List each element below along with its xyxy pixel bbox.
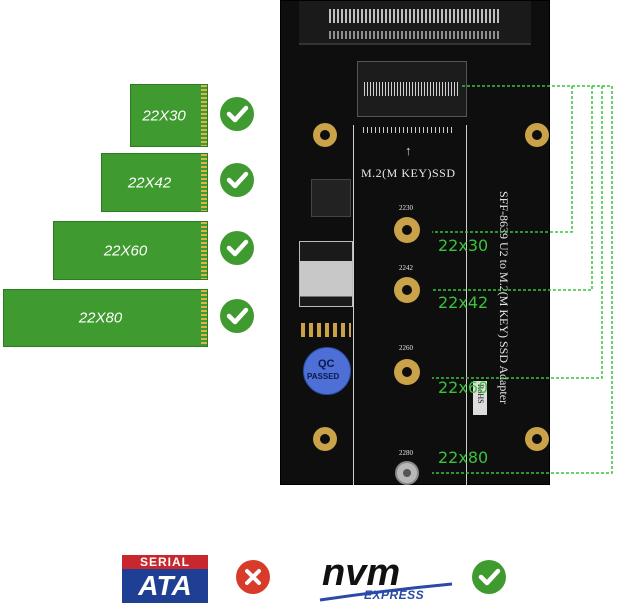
ssd-outline	[353, 125, 467, 485]
up-arrow-icon: ↑	[405, 143, 412, 158]
qc-label: QC	[318, 358, 335, 370]
stick-label: 22X30	[142, 107, 186, 124]
overlay-label-22x60: 22x60	[438, 378, 489, 397]
overlay-label-22x80: 22x80	[438, 448, 489, 467]
m2-stick-2280: 22X80	[3, 289, 208, 347]
nvme-swoosh	[319, 582, 453, 602]
standoff-hole	[394, 359, 420, 385]
mount-label-2280: 2280	[399, 449, 413, 457]
mounting-hole	[525, 123, 549, 147]
mount-label-2260: 2260	[399, 344, 413, 352]
chip	[311, 179, 351, 217]
standoff-screw	[395, 461, 419, 485]
ssd-title: M.2(M KEY)SSD	[361, 166, 456, 180]
sata-logo-top: SERIAL	[122, 555, 208, 569]
m2-slot	[357, 61, 467, 117]
mounting-hole	[313, 123, 337, 147]
m2-stick-2230: 22X30	[130, 84, 208, 147]
heat-pad	[299, 241, 353, 307]
checkmark-icon	[220, 299, 254, 333]
mounting-hole	[313, 427, 337, 451]
passed-label: PASSED	[307, 372, 340, 381]
m2-stick-2260: 22X60	[53, 221, 208, 280]
overlay-label-22x30: 22x30	[438, 236, 489, 255]
gold-contacts	[201, 154, 207, 211]
overlay-label-22x42: 22x42	[438, 293, 489, 312]
checkmark-icon	[220, 97, 254, 131]
u2-connector	[299, 1, 531, 45]
adapter-board: ↑ M.2(M KEY)SSD SFF-8639 U2 to M.2(M KEY…	[280, 0, 550, 485]
leader-line	[432, 86, 593, 291]
stick-label: 22X42	[127, 174, 172, 191]
leader-line	[432, 85, 613, 474]
leader-line	[432, 86, 603, 379]
capacitor-row	[301, 323, 351, 337]
mount-label-2230: 2230	[399, 204, 413, 212]
rohs-mark: RoHS	[473, 381, 487, 415]
checkmark-icon	[472, 560, 506, 594]
nvme-logo-sub: EXPRESS	[364, 588, 425, 602]
sata-logo: SERIAL ATA	[122, 555, 208, 605]
m2-stick-2242: 22X42	[101, 153, 208, 212]
mounting-hole	[525, 427, 549, 451]
standoff-hole	[394, 217, 420, 243]
checkmark-icon	[220, 163, 254, 197]
nvme-logo-main: nvm	[322, 552, 401, 594]
nvme-logo: nvm EXPRESS	[318, 552, 454, 608]
qc-passed-sticker: QC PASSED	[303, 347, 351, 395]
mount-label-2242: 2242	[399, 264, 413, 272]
stick-label: 22X60	[103, 242, 148, 259]
leader-line	[432, 86, 573, 233]
cross-icon	[236, 560, 270, 594]
standoff-hole	[394, 277, 420, 303]
checkmark-icon	[220, 231, 254, 265]
sata-logo-main: ATA	[122, 569, 208, 603]
slot-pins	[364, 82, 458, 96]
connector-pins	[329, 31, 501, 39]
gold-contacts	[201, 290, 207, 346]
connector-pins	[329, 9, 501, 23]
gold-contacts	[201, 222, 207, 279]
gold-contacts	[201, 85, 207, 146]
ssd-pin-marks	[363, 127, 455, 133]
stick-label: 22X80	[78, 309, 123, 327]
